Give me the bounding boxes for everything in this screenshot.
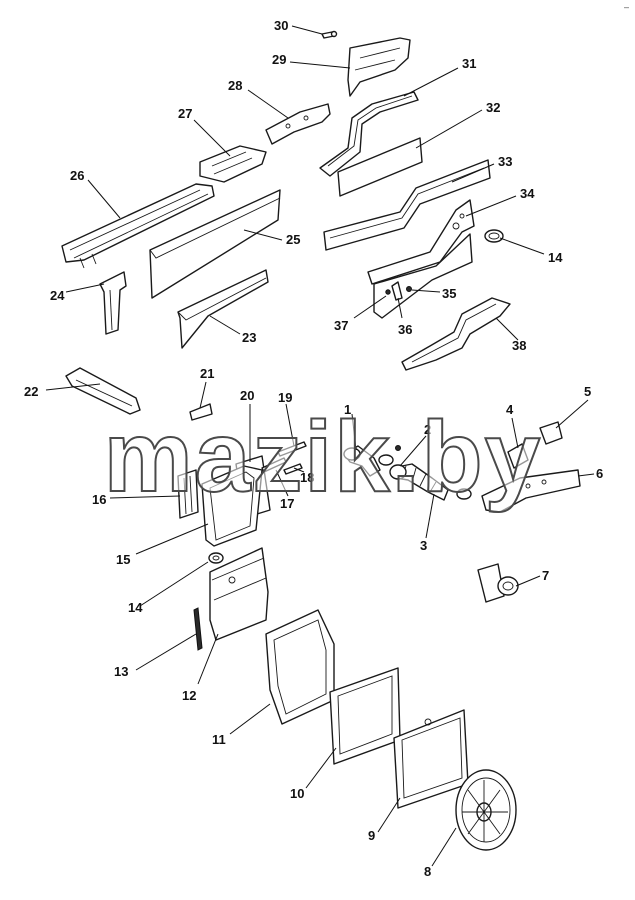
- part-11-housing: [265, 609, 335, 725]
- part-6-duct: [481, 469, 581, 513]
- callout-23: 23: [242, 330, 256, 345]
- part-16-bracket: [177, 469, 199, 519]
- part-18-rod: [283, 463, 303, 475]
- part-31-duct: [319, 91, 419, 177]
- part-35-fastener: [406, 286, 412, 292]
- callout-21: 21: [200, 366, 214, 381]
- callout-36: 36: [398, 322, 412, 337]
- part-12-heater-box: [209, 547, 269, 641]
- part-19-rod: [277, 441, 307, 457]
- callout-3: 3: [420, 538, 427, 553]
- part-29-bracket: [347, 37, 411, 97]
- corner-mark: –: [623, 2, 629, 12]
- callout-28: 28: [228, 78, 242, 93]
- part-36-fastener: [391, 281, 403, 301]
- part-25-panel: [149, 189, 281, 299]
- part-37-fastener: [385, 289, 391, 295]
- part-9-radiator: [393, 709, 469, 809]
- part-27-plate: [199, 145, 267, 183]
- callout-37: 37: [334, 318, 348, 333]
- callout-12: 12: [182, 688, 196, 703]
- part-38-cover: [401, 297, 511, 371]
- callout-18: 18: [300, 470, 314, 485]
- callout-1: 1: [344, 402, 351, 417]
- part-15-gasket: [201, 465, 263, 547]
- part-23-panel: [177, 269, 269, 349]
- part-13-strip: [193, 607, 203, 651]
- part-14-grommet-lower: [208, 552, 224, 564]
- part-21-clip: [189, 403, 213, 421]
- callout-4: 4: [506, 402, 514, 417]
- part-33-panel: [323, 159, 491, 251]
- callout-15: 15: [116, 552, 130, 567]
- part-28-bracket: [265, 103, 331, 145]
- part-14-grommet: [484, 229, 504, 243]
- callout-labels: 30 29 28 27 26 31 32 33 34 14 25 24 23 3…: [24, 18, 603, 879]
- callout-30: 30: [274, 18, 288, 33]
- callout-19: 19: [278, 390, 292, 405]
- part-17-rod: [261, 457, 287, 473]
- part-1-elbow-hose: [343, 445, 381, 477]
- part-24-bracket: [99, 271, 127, 335]
- callout-9: 9: [368, 828, 375, 843]
- callout-22: 22: [24, 384, 38, 399]
- callout-2: 2: [424, 422, 431, 437]
- callout-33: 33: [498, 154, 512, 169]
- callout-25: 25: [286, 232, 300, 247]
- part-2-clamp: [378, 445, 472, 500]
- callout-14-lower: 14: [128, 600, 143, 615]
- callout-31: 31: [462, 56, 476, 71]
- part-22-tray: [65, 367, 141, 415]
- part-26-rail: [61, 183, 215, 269]
- callout-7: 7: [542, 568, 549, 583]
- callout-38: 38: [512, 338, 526, 353]
- callout-6: 6: [596, 466, 603, 481]
- callout-14-upper: 14: [548, 250, 563, 265]
- part-3-flex-hose: [389, 463, 449, 501]
- part-10-gasket: [329, 667, 401, 765]
- callout-27: 27: [178, 106, 192, 121]
- callout-13: 13: [114, 664, 128, 679]
- part-7-blower: [477, 563, 519, 603]
- callout-34: 34: [520, 186, 535, 201]
- callout-35: 35: [442, 286, 456, 301]
- part-32-panel: [337, 137, 423, 197]
- part-30-pin: [321, 30, 338, 39]
- callout-26: 26: [70, 168, 84, 183]
- leader-lines: [45, 25, 595, 867]
- callout-24: 24: [50, 288, 65, 303]
- callout-16: 16: [92, 492, 106, 507]
- callout-32: 32: [486, 100, 500, 115]
- callout-10: 10: [290, 786, 304, 801]
- callout-17: 17: [280, 496, 294, 511]
- callout-20: 20: [240, 388, 254, 403]
- callout-5: 5: [584, 384, 591, 399]
- callout-11: 11: [212, 732, 226, 747]
- part-8-fan: [455, 769, 517, 851]
- callout-8: 8: [424, 864, 431, 879]
- callout-29: 29: [272, 52, 286, 67]
